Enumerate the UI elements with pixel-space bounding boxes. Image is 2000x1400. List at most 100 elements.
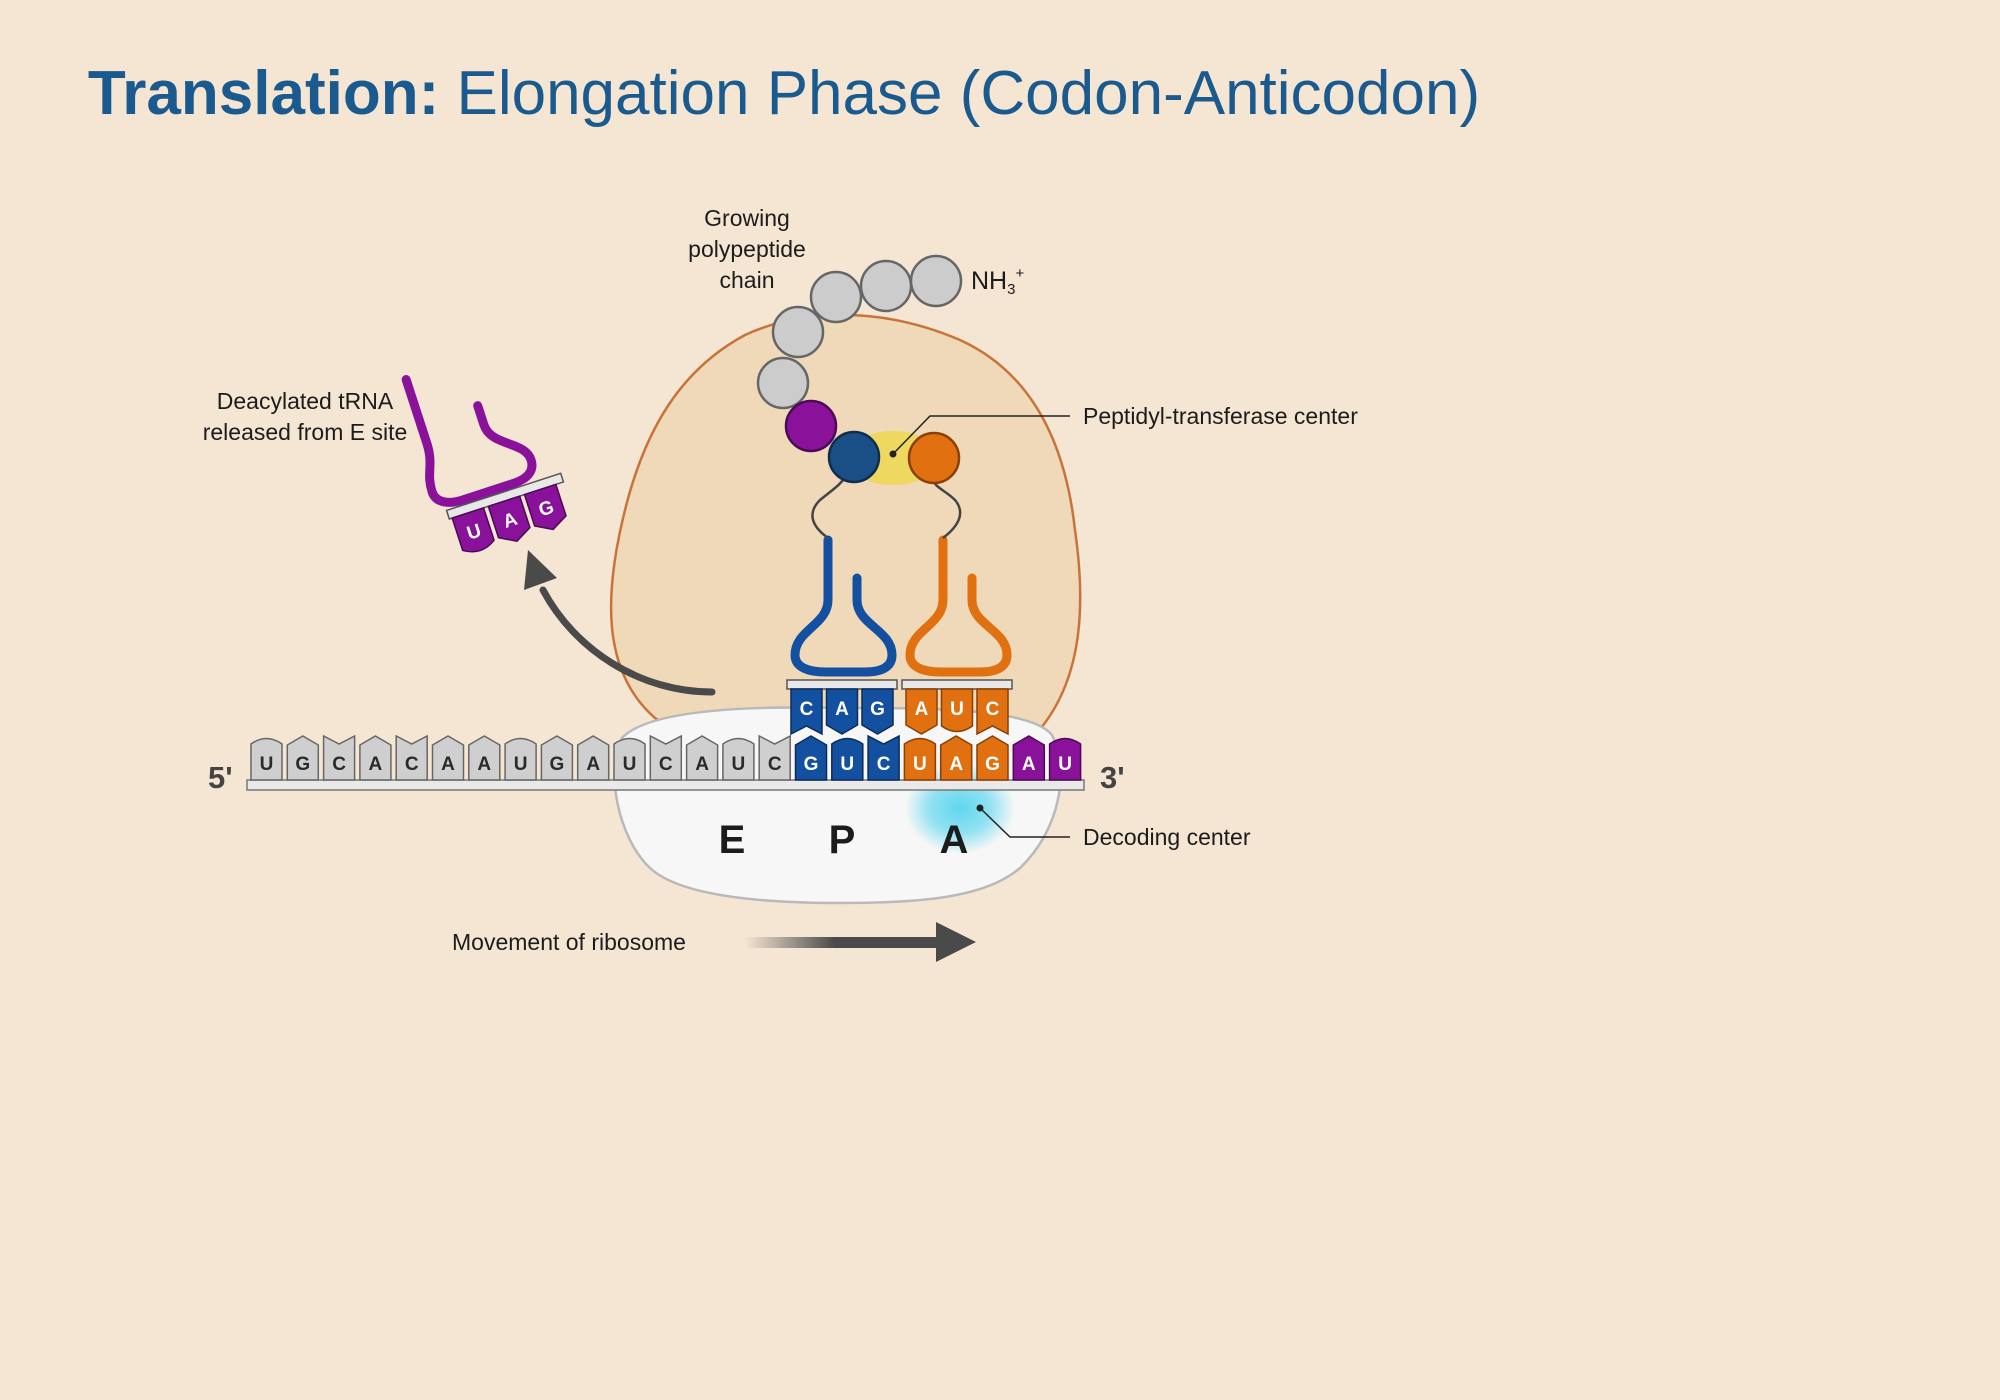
page-title: Translation: Elongation Phase (Codon-Ant… xyxy=(0,58,1568,129)
released-anticodon-nucleotide-label: A xyxy=(501,509,521,533)
mrna-nucleotide-label: C xyxy=(768,754,782,775)
anticodon-nucleotide-label: A xyxy=(915,699,929,720)
mrna-nucleotide-label: G xyxy=(550,754,565,775)
anticodon-nucleotide-label: U xyxy=(950,699,964,720)
mrna-nucleotide-label: U xyxy=(840,754,854,775)
mrna-nucleotide-label: U xyxy=(913,754,927,775)
released-trna-body xyxy=(401,375,537,507)
anticodon-nucleotide xyxy=(825,688,859,735)
movement-arrow-shaft xyxy=(745,937,945,948)
deacylated-label-line1: Deacylated tRNA xyxy=(217,388,394,414)
nh3-subscript: 3 xyxy=(1007,281,1015,298)
mrna-nucleotide xyxy=(867,734,900,781)
mrna-nucleotide xyxy=(976,735,1009,781)
decoding-leader-line xyxy=(979,807,1070,838)
amino-acid-orange xyxy=(907,431,961,485)
released-anticodon-nucleotide xyxy=(487,495,531,542)
diagram-canvas: Translation: Elongation Phase (Codon-Ant… xyxy=(0,58,1568,962)
p-trna-acceptor-bar xyxy=(786,679,898,690)
amino-acid xyxy=(756,356,810,410)
amino-acid xyxy=(809,270,863,324)
mrna-nucleotide-label: U xyxy=(623,754,637,775)
mrna-nucleotide xyxy=(794,735,828,781)
anticodon-nucleotide-label: C xyxy=(986,699,1000,720)
anticodon-nucleotide-label: C xyxy=(800,699,814,720)
large-subunit xyxy=(609,313,1082,737)
mrna-nucleotide xyxy=(576,735,610,781)
mrna-nucleotide-label: A xyxy=(586,754,600,775)
anticodon-nucleotide xyxy=(940,688,974,733)
mrna-nucleotide xyxy=(250,737,283,781)
three-prime-label: 3' xyxy=(1100,760,1125,795)
mrna-nucleotide-label: C xyxy=(332,754,346,775)
amino-acid xyxy=(909,254,963,308)
mrna-nucleotide xyxy=(395,734,428,781)
mrna-nucleotide xyxy=(613,737,646,781)
mrna-nucleotide-label: G xyxy=(295,754,310,775)
title-bold: Translation: xyxy=(87,59,440,128)
growing-chain-label-line3: chain xyxy=(720,267,775,293)
mrna-nucleotide-label: G xyxy=(985,754,1000,775)
anticodon-nucleotide xyxy=(976,688,1009,736)
mrna-nucleotide-label: A xyxy=(369,754,383,775)
release-arrow xyxy=(539,586,716,696)
mrna-nucleotide xyxy=(322,734,356,781)
nh3-label: NH3+ xyxy=(971,265,1024,298)
a-trna-linker xyxy=(930,477,962,539)
amino-acid xyxy=(859,259,913,313)
mrna-nucleotide xyxy=(722,737,755,781)
mrna-nucleotide xyxy=(649,734,683,781)
mrna-nucleotide xyxy=(1012,735,1046,781)
movement-arrowhead xyxy=(936,922,976,962)
mrna-nucleotide-label: A xyxy=(477,754,491,775)
mrna-nucleotide xyxy=(431,735,465,781)
mrna-backbone xyxy=(246,779,1085,791)
peptidyl-transferase-label: Peptidyl-transferase center xyxy=(1083,403,1358,429)
title-rest: Elongation Phase (Codon-Anticodon) xyxy=(439,59,1481,128)
mrna-nucleotide xyxy=(939,735,973,781)
mrna-nucleotide xyxy=(468,735,501,781)
five-prime-label: 5' xyxy=(208,760,233,795)
a-trna-acceptor-bar xyxy=(901,679,1013,690)
mrna-nucleotide xyxy=(504,737,537,781)
release-arrowhead xyxy=(524,550,557,590)
a-site-label: A xyxy=(940,818,969,862)
deacylated-label-line2: released from E site xyxy=(203,419,408,445)
anticodon-nucleotide xyxy=(861,688,894,735)
mrna-nucleotide-label: U xyxy=(260,754,274,775)
released-anticodon-nucleotide-label: G xyxy=(536,497,557,522)
mrna-nucleotide-label: A xyxy=(695,754,709,775)
released-anticodon-nucleotide xyxy=(523,483,567,531)
anticodon-nucleotide xyxy=(790,688,823,736)
released-anticodon-nucleotide-label: U xyxy=(464,520,484,544)
mrna-nucleotide-label: C xyxy=(405,754,419,775)
p-site-trna xyxy=(790,535,897,677)
anticodon-nucleotide-label: G xyxy=(870,699,885,720)
amino-acid-purple xyxy=(784,399,838,453)
p-site-label: P xyxy=(829,818,856,862)
growing-chain-label-line1: Growing xyxy=(704,205,790,231)
p-trna-linker xyxy=(811,474,849,540)
mrna-nucleotide-label: U xyxy=(732,754,746,775)
amino-acid-blue xyxy=(827,430,881,484)
mrna-nucleotide-label: U xyxy=(1058,754,1072,775)
e-site-label: E xyxy=(719,818,746,862)
mrna-nucleotide-label: U xyxy=(514,754,528,775)
mrna-nucleotide xyxy=(540,735,574,781)
released-anticodon-nucleotide xyxy=(451,506,495,553)
decoding-center-label: Decoding center xyxy=(1083,824,1251,850)
mrna-nucleotide xyxy=(286,735,320,781)
mrna-nucleotide-label: C xyxy=(659,754,673,775)
mrna-nucleotide xyxy=(758,734,791,781)
mrna-nucleotide xyxy=(685,735,719,781)
mrna-nucleotide-label: C xyxy=(877,754,891,775)
mrna-nucleotide-label: A xyxy=(949,754,963,775)
nh3-superscript: + xyxy=(1015,265,1024,282)
peptidyl-leader-line xyxy=(892,415,1070,455)
movement-label: Movement of ribosome xyxy=(452,929,686,955)
